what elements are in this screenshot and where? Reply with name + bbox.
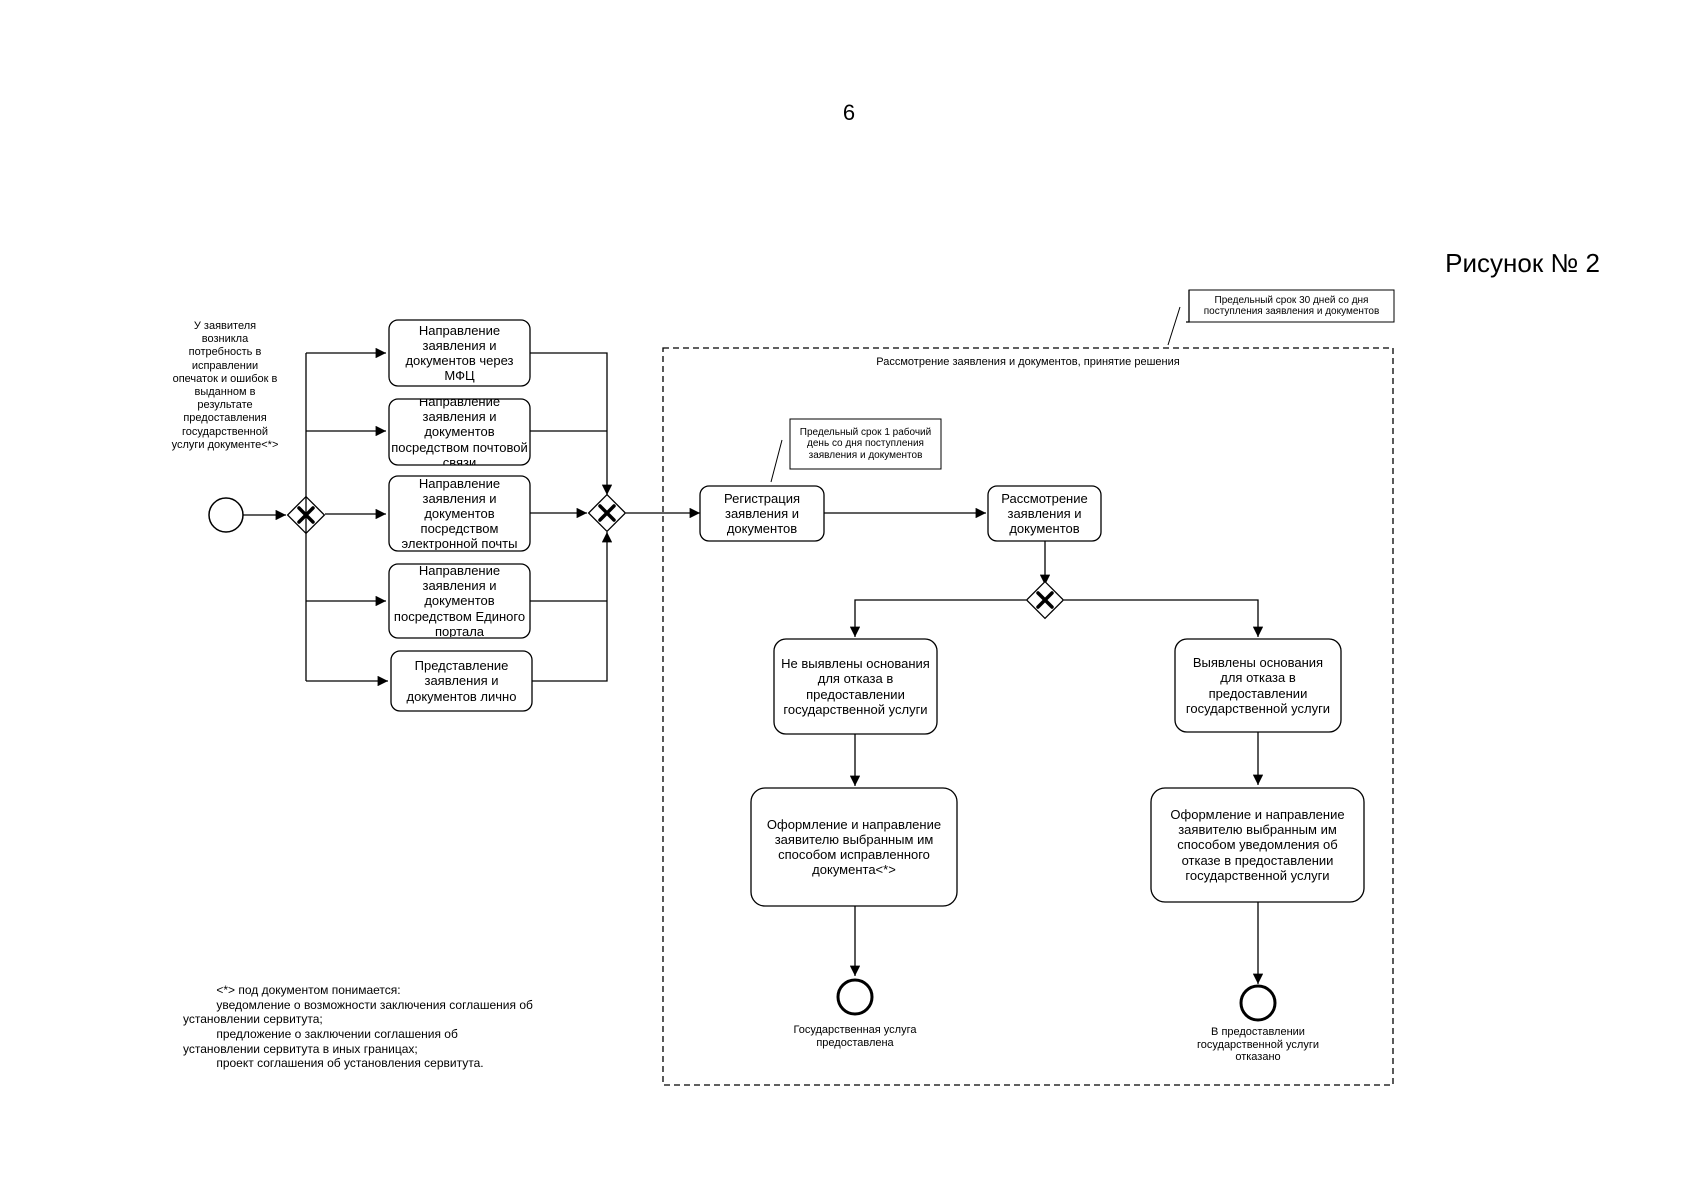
flow-decision-to-grounds (1064, 599, 1264, 637)
deadline-note-registration-box (789, 418, 942, 470)
review-container-label: Рассмотрение заявления и документов, при… (876, 356, 1180, 368)
task-email-label: Направление заявления и документов посре… (401, 477, 518, 550)
flow-decision-to-no-grounds (849, 599, 1026, 637)
split-gateway-x-icon (297, 506, 315, 524)
task-send-corrected-label: Оформление и направление заявителю выбра… (766, 816, 942, 878)
footnote: <*> под документом понимается: уведомлен… (183, 983, 603, 1071)
deadline-leader-registration (770, 439, 783, 483)
deadline-note-overall: Предельный срок 30 дней со дня поступлен… (1203, 294, 1380, 318)
task-personal-label: Представление заявления и документов лич… (406, 658, 517, 704)
task-send-refusal-label: Оформление и направление заявителю выбра… (1170, 806, 1345, 883)
merge-gateway-x-icon (598, 504, 616, 522)
footnote-line: проект соглашения об установления сервит… (183, 1056, 484, 1071)
decision-gateway-x-icon (1036, 591, 1054, 609)
footnote-line: уведомление о возможности заключения сог… (183, 997, 533, 1012)
flow-personal-to-merge (532, 532, 613, 682)
end-event-provided (836, 978, 874, 1016)
end-event-provided-label: Государственная услуга предоставлена (793, 1024, 917, 1049)
flow-mfc-to-merge (530, 352, 613, 495)
start-event-label: У заявителя возникла потребность в испра… (171, 320, 279, 451)
start-event (208, 497, 244, 533)
end-event-refused (1239, 984, 1277, 1022)
task-grounds-label: Выявлены основания для отказа в предоста… (1185, 655, 1331, 716)
footnote-line: установлении сервитута в иных границах; (183, 1041, 418, 1056)
review-container (662, 347, 1394, 1086)
task-review-label: Рассмотрение заявления и документов (1001, 490, 1088, 537)
task-registration-label: Регистрация заявления и документов (724, 490, 800, 537)
task-post (388, 398, 531, 466)
footnote-line: предложение о заключении соглашения об (183, 1026, 458, 1041)
end-event-refused-label: В предоставлении государственной услуги … (1197, 1026, 1319, 1064)
deadline-note-overall-box (1188, 289, 1395, 323)
task-send-corrected (750, 787, 958, 907)
figure-label: Рисунок № 2 (1445, 248, 1600, 278)
footnote-line: <*> под документом понимается: (183, 983, 401, 997)
deadline-leader-overall (1167, 306, 1181, 346)
task-mfc-label: Направление заявления и документов через… (405, 322, 514, 384)
footnote-line: установлении сервитута; (183, 1012, 323, 1027)
task-post-label: Направление заявления и документов посре… (391, 399, 528, 465)
task-portal-label: Направление заявления и документов посре… (393, 565, 526, 637)
deadline-note-registration: Предельный срок 1 рабочий день со дня по… (799, 426, 932, 461)
task-no-grounds-label: Не выявлены основания для отказа в предо… (781, 656, 930, 717)
page-number: 6 (842, 100, 856, 125)
